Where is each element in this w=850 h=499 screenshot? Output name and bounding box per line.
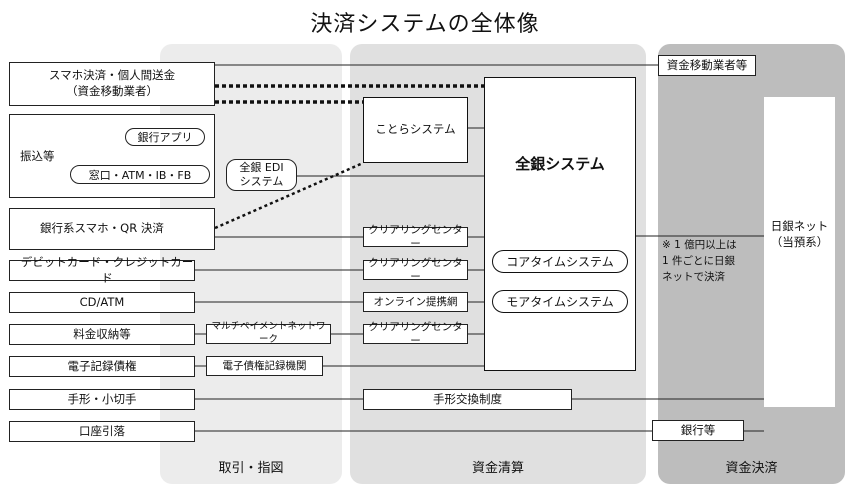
band-label-kessai: 資金決済: [725, 461, 778, 476]
bill-clearing-box: 手形交換制度: [363, 389, 572, 410]
zengin-system-box: [484, 77, 636, 371]
bank-app-pill: 銀行アプリ: [125, 128, 205, 146]
account-debit-box: 口座引落: [9, 421, 195, 442]
banks-box: 銀行等: [652, 420, 744, 441]
debit-credit-box: デビットカード・クレジットカード: [9, 255, 195, 285]
more-time-system-pill: モアタイムシステム: [492, 290, 628, 313]
band-label-torihiki: 取引・指図: [218, 461, 284, 476]
e-receivables-box: 電子記録債権: [9, 356, 195, 377]
zengin-system-title: 全銀システム: [515, 155, 605, 173]
bank-smartphone-qr-box: 銀行系スマホ・QR 決済: [9, 208, 215, 250]
cotra-system-box: ことらシステム: [363, 97, 468, 163]
channels-pill: 窓口・ATM・IB・FB: [70, 165, 210, 184]
smartphone-remittance-box: スマホ決済・個人間送金 （資金移動業者）: [9, 62, 215, 106]
multipayment-network-box: マルチペイメントネットワーク: [206, 321, 331, 345]
clearing-center-3: クリアリングセンター: [363, 321, 468, 347]
boj-net-label: 日銀ネット （当預系）: [770, 219, 829, 250]
zengin-edi-pill: 全銀 EDI システム: [226, 159, 297, 191]
fund-transfer-operators-box: 資金移動業者等: [658, 55, 756, 76]
e-receivables-org-box: 電子債権記録機関: [206, 356, 323, 376]
boj-net-box: [764, 97, 835, 407]
band-label-seisan: 資金清算: [471, 461, 524, 476]
core-time-system-pill: コアタイムシステム: [492, 250, 628, 273]
bills-checks-box: 手形・小切手: [9, 389, 195, 410]
cd-atm-box: CD/ATM: [9, 292, 195, 313]
page-title: 決済システムの全体像: [310, 12, 540, 37]
online-network-box: オンライン提携網: [363, 292, 468, 312]
clearing-center-1: クリアリングセンター: [363, 224, 468, 250]
settlement-note: ※ 1 億円以上は 1 件ごとに日銀 ネットで決済: [662, 239, 737, 283]
clearing-center-2: クリアリングセンター: [363, 257, 468, 283]
fee-collection-box: 料金収納等: [9, 324, 195, 345]
furikomi-label: 振込等: [20, 149, 55, 163]
